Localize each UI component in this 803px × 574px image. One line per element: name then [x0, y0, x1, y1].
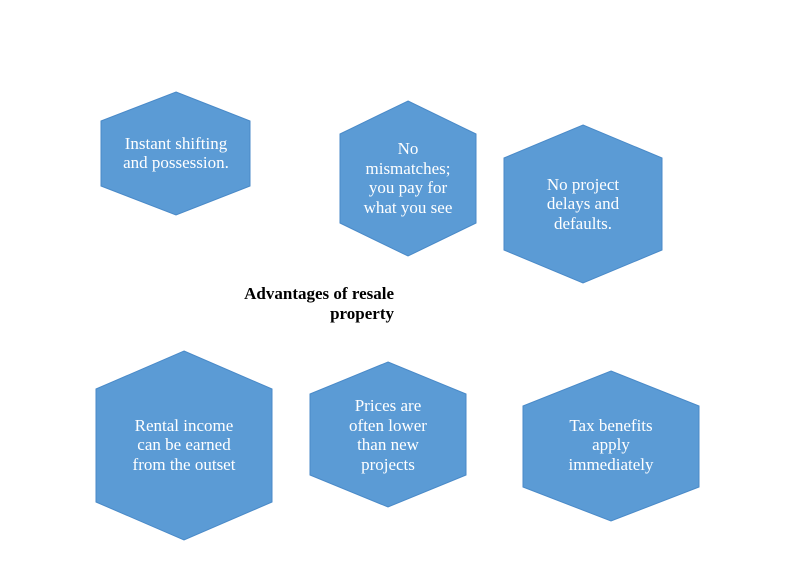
hexagon-no-project-delays	[503, 124, 663, 284]
hexagon-instant-shifting	[100, 91, 251, 216]
hexagon-tax-benefits	[522, 370, 700, 522]
hexagon-rental-income	[95, 350, 273, 541]
diagram-title: Advantages of resale property	[244, 284, 394, 323]
hexagon-prices-lower	[309, 361, 467, 508]
hexagon-no-mismatches	[339, 100, 477, 257]
